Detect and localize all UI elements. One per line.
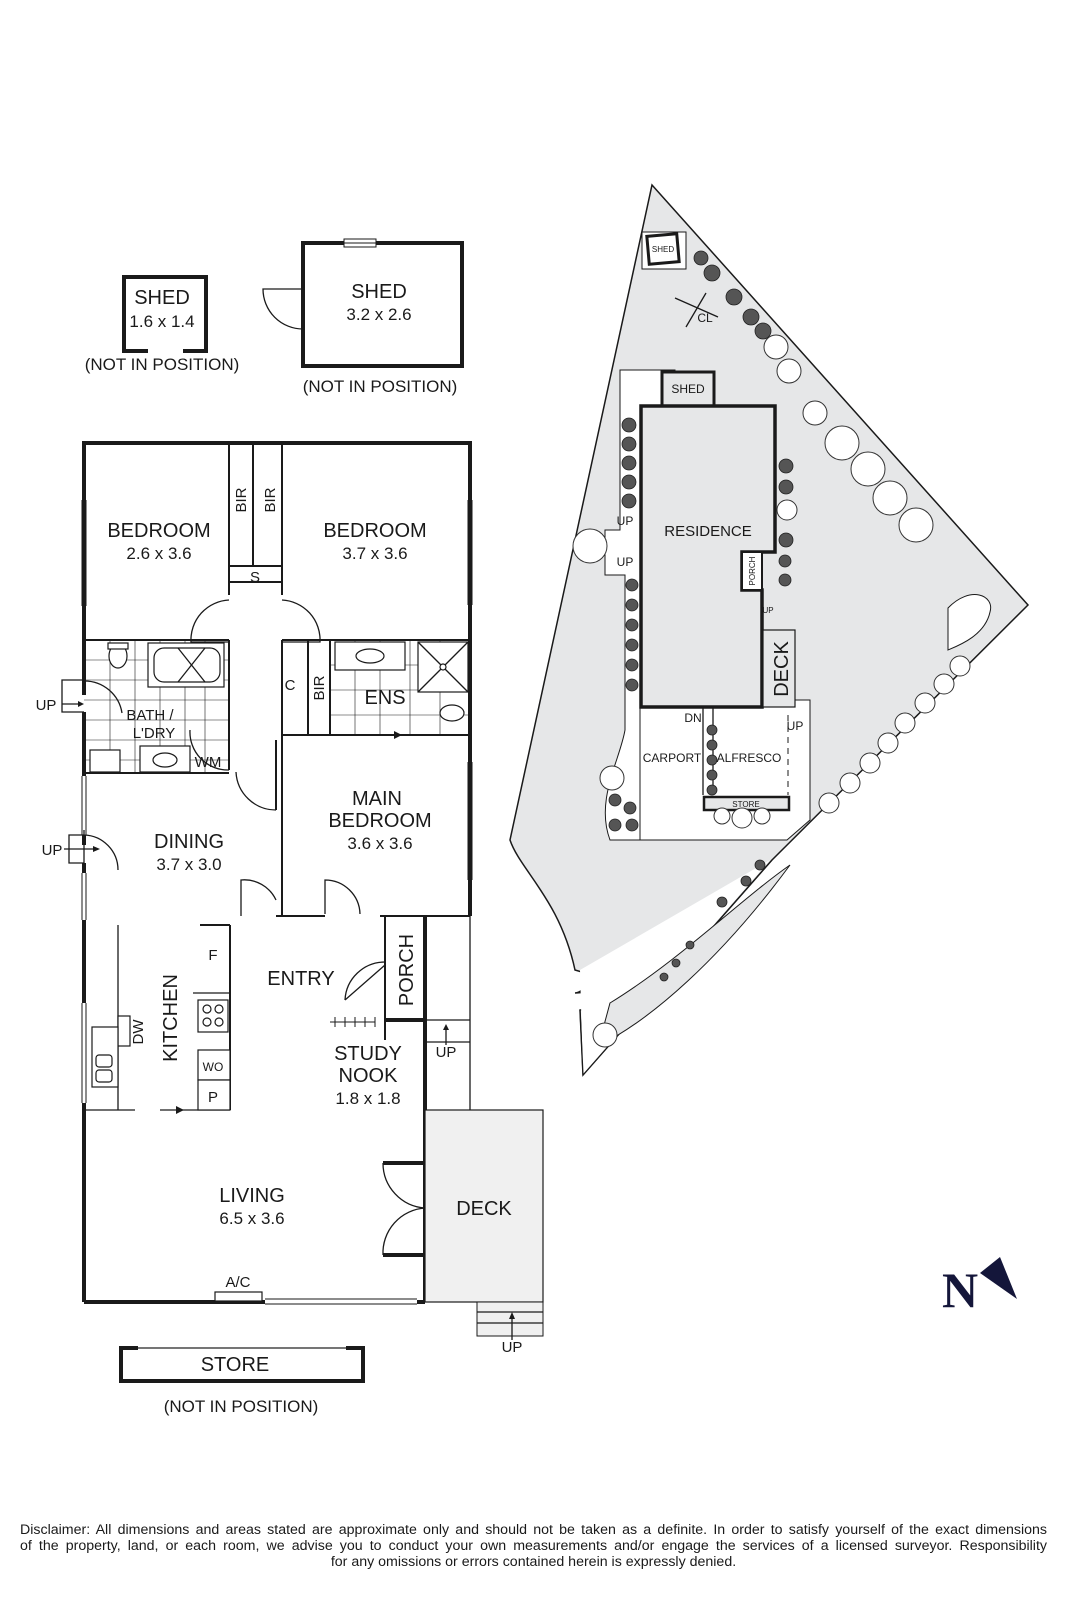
large-shed: SHED 3.2 x 2.6 (NOT IN POSITION) [262,238,464,396]
small-shed-label: SHED [134,287,190,309]
disclaimer: Disclaimer: All dimensions and areas sta… [20,1522,1047,1570]
site-plan: SHED CL SHED RESIDENCE PORCH DECK UP UP … [509,183,1030,1077]
site-porch-label: PORCH [748,556,757,585]
site-top-shed-label: SHED [652,245,674,254]
kitchen-fixtures [64,830,263,1302]
pantry-label: P [208,1089,218,1106]
site-up-porch-label: UP [762,606,773,615]
bath-fixtures [61,640,469,773]
site-up-1-label: UP [617,514,634,528]
residence-label: RESIDENCE [664,523,752,540]
main-bedroom-size: 3.6 x 3.6 [347,834,412,853]
site-deck-label: DECK [771,641,793,697]
main-bedroom-label-2: BEDROOM [328,810,431,832]
wall-oven-label: WO [203,1060,224,1074]
large-shed-label: SHED [351,281,407,303]
living-size: 6.5 x 3.6 [219,1209,284,1228]
up-porch-label: UP [436,1044,457,1061]
alfresco-label: ALFRESCO [717,751,782,765]
bedroom-2-size: 2.6 x 3.6 [126,544,191,563]
north-arrow-icon [980,1257,1017,1299]
clothesline-label: CL [697,311,713,325]
kitchen-label: KITCHEN [160,974,182,1062]
cupboard-c-label: C [285,677,296,694]
bir-1-label: BIR [233,487,250,512]
bath-laundry-label-1: BATH / [126,707,174,724]
bedroom-3-size: 3.7 x 3.6 [342,544,407,563]
store-label: STORE [201,1354,270,1376]
large-shed-size: 3.2 x 2.6 [346,305,411,324]
entry-label: ENTRY [267,968,334,990]
store-note: (NOT IN POSITION) [164,1397,319,1416]
up-dining-label: UP [42,842,63,859]
room-labels: BEDROOM 2.6 x 3.6 BEDROOM 3.7 x 3.6 BIR … [36,487,523,1356]
bath-laundry-label-2: L'DRY [133,725,176,742]
disclaimer-line-2: of the property, land, or each room, we … [20,1538,1047,1554]
dining-size: 3.7 x 3.0 [156,855,221,874]
living-label: LIVING [219,1185,285,1207]
ensuite-label: ENS [364,687,405,709]
bir-3-label: BIR [311,675,328,700]
landscaping [572,250,971,1048]
north-arrow: N [942,1257,1017,1318]
small-shed-note: (NOT IN POSITION) [85,355,240,374]
washing-machine-label: WM [195,754,222,771]
small-shed: SHED 1.6 x 1.4 (NOT IN POSITION) [85,275,240,374]
north-label: N [942,1262,978,1318]
disclaimer-line-3: for any omissions or errors contained he… [330,1554,737,1570]
study-nook-size: 1.8 x 1.8 [335,1089,400,1108]
site-store-label: STORE [732,800,759,809]
store-s-label: S [250,569,260,586]
small-shed-size: 1.6 x 1.4 [129,312,194,331]
dishwasher-label: DW [130,1019,147,1045]
bir-2-label: BIR [262,487,279,512]
disclaimer-line-1: Disclaimer: All dimensions and areas sta… [20,1522,1047,1538]
deck-label: DECK [456,1198,512,1220]
study-nook-label-2: NOOK [339,1065,399,1087]
fridge-label: F [208,947,217,964]
main-bedroom-label-1: MAIN [352,788,402,810]
deck-area [424,1019,544,1340]
carport-label: CARPORT [643,751,702,765]
dining-label: DINING [154,831,224,853]
site-up-deck-label: UP [787,719,804,733]
study-nook-label-1: STUDY [334,1043,402,1065]
porch-label: PORCH [396,934,418,1006]
detached-store: STORE (NOT IN POSITION) [119,1346,365,1416]
bedroom-3-label: BEDROOM [323,520,426,542]
bedroom-2-label: BEDROOM [107,520,210,542]
site-dn-label: DN [684,711,701,725]
house-walls [81,441,473,1305]
site-shed-label: SHED [671,382,705,396]
large-shed-note: (NOT IN POSITION) [303,377,458,396]
site-up-2-label: UP [617,555,634,569]
up-laundry-label: UP [36,697,57,714]
air-con-label: A/C [225,1274,250,1291]
up-deck-label: UP [502,1339,523,1356]
